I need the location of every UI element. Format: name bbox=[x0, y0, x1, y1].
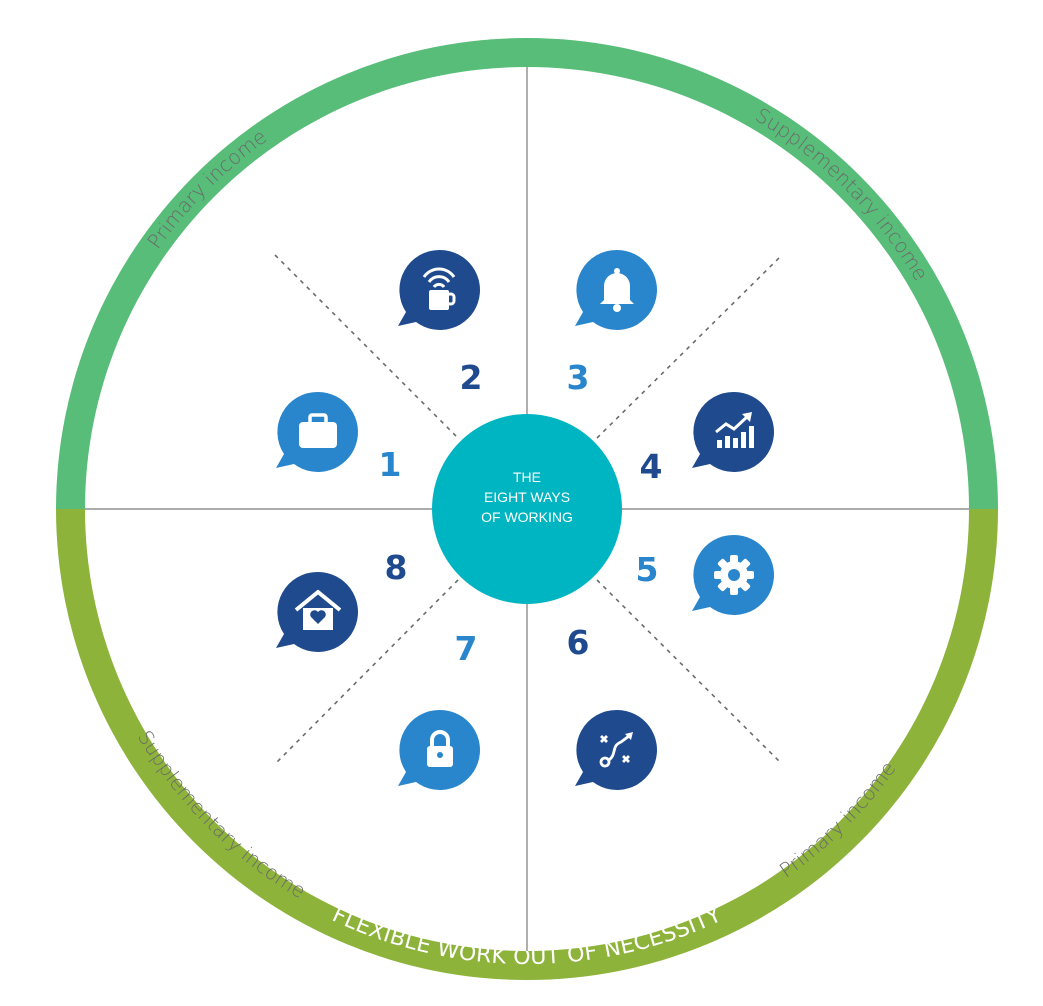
home-heart-icon bbox=[294, 590, 342, 630]
way-number-8: 8 bbox=[385, 548, 408, 587]
bell-icon bbox=[600, 268, 634, 312]
way-number-2: 2 bbox=[460, 358, 483, 397]
way-number-3: 3 bbox=[567, 358, 590, 397]
way-7-bubble bbox=[398, 709, 480, 790]
way-number-4: 4 bbox=[640, 447, 663, 486]
way-5-bubble bbox=[692, 534, 774, 615]
way-3-bubble bbox=[575, 249, 657, 330]
diagonal-bottom-left bbox=[274, 579, 459, 765]
briefcase-icon bbox=[299, 413, 337, 448]
gear-icon bbox=[714, 555, 754, 595]
way-1-bubble bbox=[276, 391, 358, 472]
strategy-icon bbox=[599, 732, 633, 768]
lock-icon bbox=[427, 730, 453, 767]
center-line-2: EIGHT WAYS bbox=[484, 489, 570, 505]
center-circle bbox=[432, 414, 622, 604]
wifi-coffee-icon bbox=[422, 267, 456, 310]
way-4-bubble bbox=[692, 391, 774, 472]
diagonal-top-left bbox=[274, 254, 459, 439]
way-8-bubble bbox=[276, 571, 358, 652]
center-line-3: OF WORKING bbox=[481, 509, 573, 525]
way-6-bubble bbox=[575, 709, 657, 790]
way-number-7: 7 bbox=[455, 629, 478, 668]
way-number-1: 1 bbox=[379, 445, 402, 484]
diagonal-bottom-right bbox=[596, 579, 783, 765]
center-line-1: THE bbox=[513, 469, 541, 485]
diagonal-top-right bbox=[596, 254, 783, 439]
way-number-5: 5 bbox=[636, 550, 659, 589]
way-number-6: 6 bbox=[567, 623, 590, 662]
way-2-bubble bbox=[398, 249, 480, 330]
growth-chart-icon bbox=[715, 412, 754, 448]
